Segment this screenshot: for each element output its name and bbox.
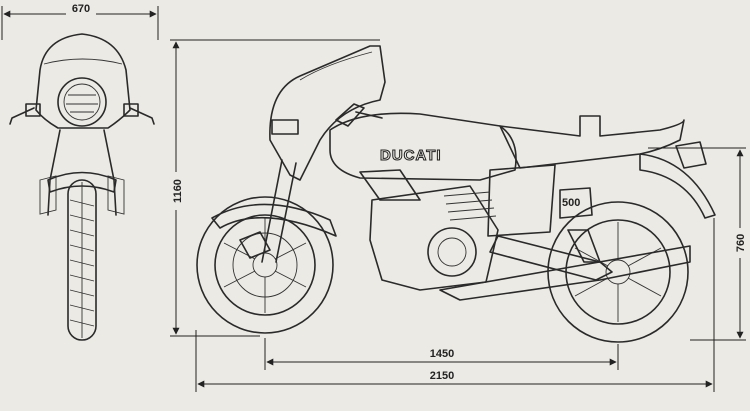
front-headlight (57, 77, 107, 127)
front-view (9, 33, 155, 341)
engine (369, 185, 499, 291)
exhaust (439, 245, 691, 301)
overall-length-label: 2150 (430, 370, 454, 382)
side-view: DUCATI 500 (196, 45, 716, 343)
rear-fender (639, 153, 716, 219)
model-badge: 500 (562, 197, 580, 209)
tank-brand: DUCATI (380, 147, 442, 164)
front-width-dimension: 670 (1, 2, 159, 40)
front-tyre (67, 179, 97, 341)
front-fairing (35, 33, 131, 129)
wheelbase-label: 1450 (430, 348, 454, 360)
seat-height-label: 760 (735, 234, 747, 252)
wheelbase-dimension: 1450 (264, 338, 619, 370)
swingarm (489, 235, 613, 281)
fuel-tank (329, 112, 517, 181)
front-width-label: 670 (72, 3, 90, 15)
front-fender (47, 171, 117, 193)
side-fairing (269, 45, 386, 181)
overall-height-label: 1160 (172, 179, 184, 203)
side-front-tyre (196, 196, 334, 334)
indicator (271, 119, 299, 135)
seat-height-dimension: 760 (648, 147, 750, 341)
overall-length-dimension: 2150 (195, 218, 715, 392)
left-mirror (9, 103, 41, 125)
seat (499, 115, 685, 169)
right-mirror (123, 103, 155, 125)
overall-height-dimension: 1160 (164, 39, 380, 337)
side-rear-tyre (547, 201, 689, 343)
